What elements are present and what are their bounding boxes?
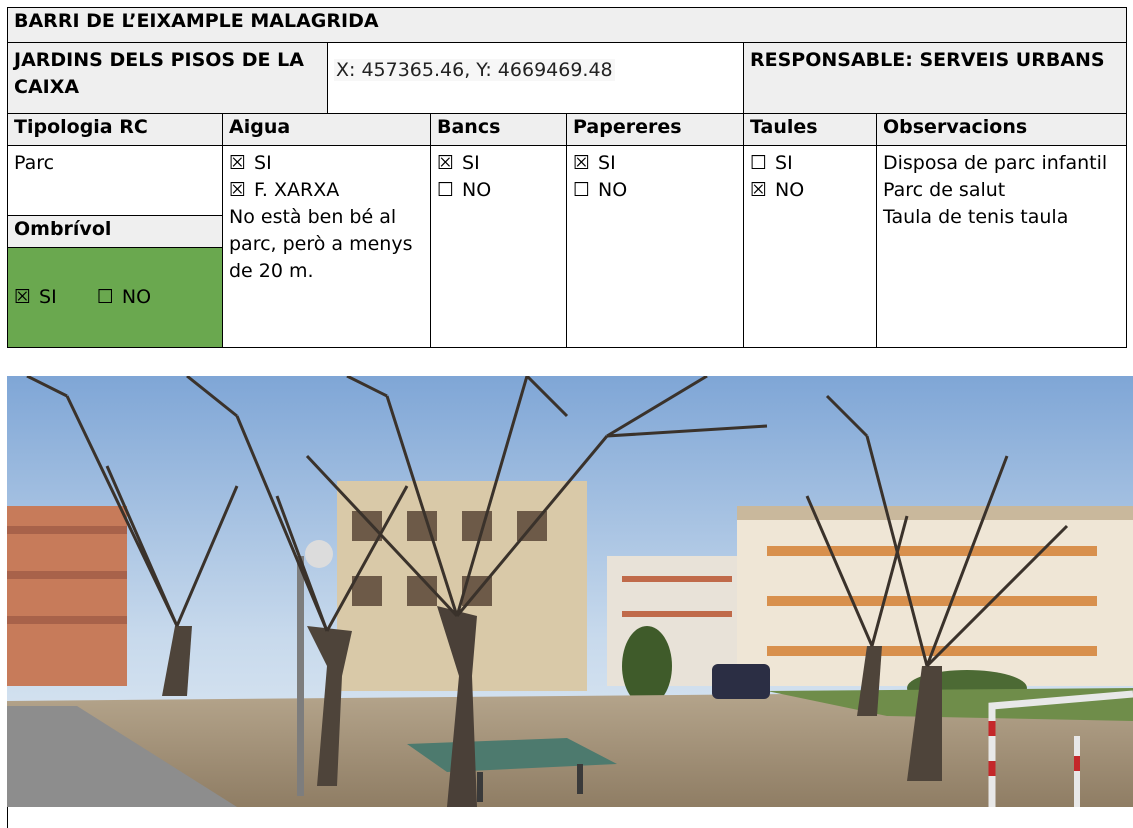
- bancs-no-option: ☐ NO: [437, 177, 560, 204]
- location-name: JARDINS DELS PISOS DE LA CAIXA: [7, 42, 328, 114]
- path: [7, 706, 237, 807]
- building-left: [7, 506, 127, 686]
- ombrivol-no-label: NO: [121, 286, 152, 308]
- header-tipologia: Tipologia RC: [7, 113, 223, 146]
- observacio-item: Disposa de parc infantil: [883, 152, 1108, 174]
- coordinates-cell: X: 457365.46, Y: 4669469.48: [327, 42, 744, 114]
- value-tipologia: Parc: [7, 145, 223, 216]
- header-taules: Taules: [743, 113, 877, 146]
- park-photo: [7, 376, 1133, 807]
- ombrivol-si-label: SI: [39, 286, 57, 308]
- value-bancs: ☒ SI ☐ NO: [430, 145, 567, 348]
- aigua-note: No està ben bé al parc, però a menys de …: [229, 206, 413, 282]
- tree-trunk: [857, 646, 882, 716]
- bancs-no-checkbox: ☐: [437, 179, 455, 201]
- aigua-xarxa-label: F. XARXA: [254, 179, 340, 201]
- tree-trunk: [907, 666, 942, 781]
- header-observacions: Observacions: [876, 113, 1127, 146]
- coordinates-text: X: 457365.46, Y: 4669469.48: [334, 59, 615, 81]
- bancs-no-label: NO: [462, 179, 492, 201]
- value-observacions: Disposa de parc infantil Parc de salut T…: [876, 145, 1127, 348]
- papereres-no-checkbox: ☐: [573, 179, 591, 201]
- ombrivol-si-checkbox: ☒: [14, 286, 32, 308]
- aigua-xarxa-option: ☒ F. XARXA: [229, 177, 424, 204]
- value-aigua: ☒ SI ☒ F. XARXA No està ben bé al parc, pe…: [222, 145, 431, 348]
- park-info-table: BARRI DE L’EIXAMPLE MALAGRIDA JARDINS DE…: [7, 7, 1127, 348]
- bancs-si-label: SI: [462, 152, 480, 174]
- lamp-post: [297, 556, 304, 796]
- papereres-no-label: NO: [598, 179, 628, 201]
- tree-trunk: [162, 626, 192, 696]
- neighbourhood-title: BARRI DE L’EIXAMPLE MALAGRIDA: [7, 7, 1127, 43]
- value-ombrivol: ☒ SI ☐ NO: [7, 247, 223, 348]
- ombrivol-no-checkbox: ☐: [96, 286, 114, 308]
- bancs-si-checkbox: ☒: [437, 152, 455, 174]
- header-ombrivol: Ombrívol: [7, 215, 223, 248]
- ombrivol-no-option: ☐ NO: [97, 286, 151, 308]
- car: [712, 664, 770, 699]
- aigua-xarxa-checkbox: ☒: [229, 179, 247, 201]
- taules-si-option: ☐ SI: [750, 150, 870, 177]
- papereres-si-checkbox: ☒: [573, 152, 591, 174]
- observacio-item: Parc de salut: [883, 179, 1006, 201]
- aigua-si-checkbox: ☒: [229, 152, 247, 174]
- bancs-si-option: ☒ SI: [437, 150, 560, 177]
- taules-no-checkbox: ☒: [750, 179, 768, 201]
- aigua-si-option: ☒ SI: [229, 150, 424, 177]
- tree-trunk: [437, 606, 477, 807]
- header-aigua: Aigua: [222, 113, 431, 146]
- responsible-label: RESPONSABLE: SERVEIS URBANS: [743, 42, 1127, 114]
- papereres-no-option: ☐ NO: [573, 177, 737, 204]
- header-papereres: Papereres: [566, 113, 744, 146]
- taules-si-label: SI: [775, 152, 793, 174]
- ombrivol-si-option: ☒ SI: [14, 286, 57, 308]
- aigua-si-label: SI: [254, 152, 272, 174]
- value-papereres: ☒ SI ☐ NO: [566, 145, 744, 348]
- taules-no-label: NO: [775, 179, 805, 201]
- papereres-si-label: SI: [598, 152, 616, 174]
- grass-strip: [767, 688, 1133, 721]
- observacio-item: Taula de tenis taula: [883, 206, 1069, 228]
- taules-no-option: ☒ NO: [750, 177, 870, 204]
- value-taules: ☐ SI ☒ NO: [743, 145, 877, 348]
- hedge: [622, 626, 672, 706]
- papereres-si-option: ☒ SI: [573, 150, 737, 177]
- tree-trunk: [307, 626, 352, 786]
- taules-si-checkbox: ☐: [750, 152, 768, 174]
- header-bancs: Bancs: [430, 113, 567, 146]
